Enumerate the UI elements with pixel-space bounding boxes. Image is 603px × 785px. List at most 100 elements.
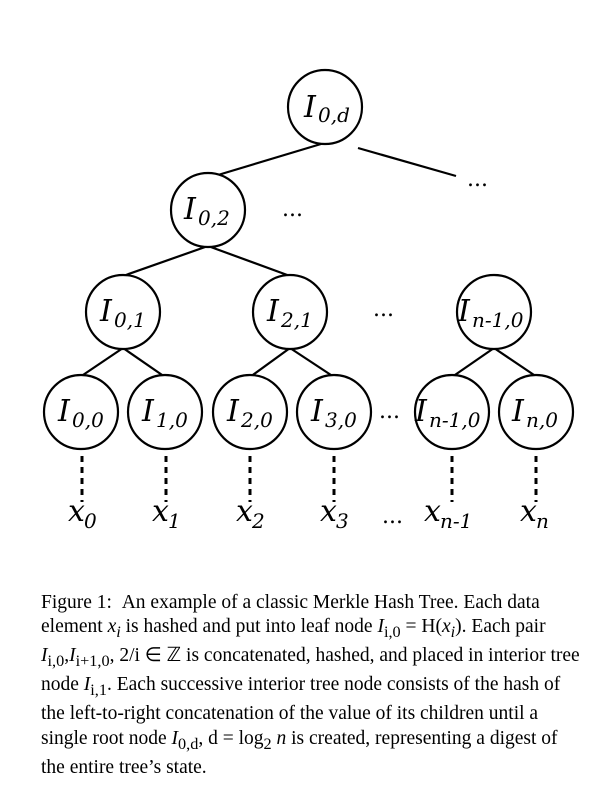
caption-pair-b-sub: i+1,0 [75, 652, 110, 671]
leaf-node-2-0: I 2,0 [211, 373, 289, 451]
edge-n01-l00 [79, 347, 124, 378]
caption-root-n: n [276, 727, 287, 749]
node-circle [286, 68, 364, 146]
caption-interior: I [83, 674, 91, 696]
caption-root-eq: , d = log [198, 727, 264, 749]
node-circle [126, 373, 204, 451]
node-sub: 0,0 [72, 408, 104, 432]
caption-leaf: I [377, 616, 384, 638]
node-circle [211, 373, 289, 451]
node-sub: n,0 [526, 408, 558, 432]
caption-pair-frac: 2/i ∈ ℤ [119, 645, 182, 667]
input-base: x [68, 494, 85, 529]
input-sub: 0 [84, 509, 97, 533]
input-sub: n-1 [440, 509, 472, 533]
input-base: x [236, 494, 253, 529]
caption-pair-a-sub: i,0 [47, 652, 65, 671]
caption-text-6: is created, representing a digest of the… [41, 727, 558, 778]
leaf-node-3-0: I 3,0 [295, 373, 373, 451]
edge-n21-l30 [289, 347, 335, 378]
caption-leaf-x: x [442, 616, 451, 638]
edge-n02-n21 [207, 244, 291, 278]
leaf-node-n-0: I n,0 [497, 373, 575, 451]
input-base: x [424, 494, 441, 529]
input-x1: x 1 [152, 494, 181, 533]
ellipsis-root-right: ... [467, 167, 488, 192]
node-sub: n-1,0 [472, 308, 524, 332]
leaf-node-1-0: I 1,0 [126, 373, 204, 451]
node-base: I [511, 394, 525, 429]
edge-n02-n01 [122, 244, 209, 278]
node-sub: 2,1 [280, 308, 313, 332]
node-base: I [310, 394, 324, 429]
node-circle [413, 373, 491, 451]
node-sub: 2,0 [240, 408, 273, 432]
edge-root-ellipsis [357, 146, 457, 178]
leaf-node-n-1-0: I n-1,0 [413, 373, 491, 451]
node-sub: n-1,0 [429, 408, 481, 432]
node-sub: 3,0 [325, 408, 357, 432]
input-sub: 1 [168, 509, 181, 533]
caption-root: I [171, 727, 179, 749]
node-base: I [57, 394, 71, 429]
input-xn: x n [520, 494, 549, 533]
node-circle [295, 373, 373, 451]
node-base: I [226, 394, 240, 429]
caption-leaf-x-sub: i [450, 623, 456, 642]
caption-leaf-rhs: = H( [405, 616, 442, 638]
caption-pair-b: I [69, 645, 76, 667]
edge-nn10-ln10 [451, 347, 495, 378]
edge-nn10-ln0 [493, 347, 538, 378]
node-sub: 1,0 [156, 408, 188, 432]
tree-node-0-1: I 0,1 [84, 273, 162, 351]
tree-node-n-1-0: I n-1,0 [455, 273, 533, 351]
input-x2: x 2 [236, 494, 265, 533]
ellipsis-inputs: ... [382, 504, 403, 529]
input-base: x [320, 494, 337, 529]
figure-label: Figure 1: [41, 592, 112, 613]
node-circle [251, 273, 329, 351]
caption-xi-sub: i [116, 623, 121, 642]
node-base: I [414, 394, 428, 429]
caption-text-5: . Each successive interior tree node con… [41, 674, 561, 749]
node-circle [497, 373, 575, 451]
node-base: I [141, 394, 155, 429]
node-base: I [99, 294, 113, 329]
edge-n01-l10 [122, 347, 166, 378]
node-circle [84, 273, 162, 351]
input-sub: 3 [336, 509, 349, 533]
node-base: I [457, 294, 471, 329]
input-sub: 2 [251, 509, 265, 533]
caption-text-4: is concatenated, hashed, and placed in i… [41, 645, 580, 696]
caption-text-2: is hashed and put into leaf node [125, 616, 373, 638]
input-base: x [152, 494, 169, 529]
node-base: I [266, 294, 280, 329]
tree-node-0-2: I 0,2 [169, 171, 247, 249]
input-x0: x 0 [68, 494, 97, 533]
figure-caption: Figure 1: An example of a classic Merkle… [41, 592, 580, 778]
caption-pair-a: I [41, 645, 48, 667]
node-base: I [183, 192, 197, 227]
caption-leaf-sub: i,0 [383, 623, 401, 642]
node-circle [455, 273, 533, 351]
edge-n21-l20 [249, 347, 291, 378]
node-circle [42, 373, 120, 451]
input-sub: n [536, 509, 549, 533]
input-connectors [80, 456, 538, 502]
input-base: x [520, 494, 537, 529]
caption-root-sub: 0,d [178, 734, 199, 753]
caption-interior-sub: i,1 [90, 681, 107, 700]
ellipsis-level-2: ... [282, 197, 303, 222]
node-base: I [303, 90, 317, 125]
leaf-node-0-0: I 0,0 [42, 373, 120, 451]
input-x3: x 3 [320, 494, 349, 533]
edge-root-n02 [207, 142, 322, 180]
caption-text-1: An example of a classic Merkle Hash Tree… [41, 592, 540, 638]
node-sub: 0,2 [198, 206, 230, 230]
tree-node-2-1: I 2,1 [251, 273, 329, 351]
caption-root-eq-sub: 2 [263, 734, 272, 753]
tree-node-root: I 0,d [286, 68, 364, 146]
ellipsis-level-1: ... [373, 297, 394, 322]
input-xn-1: x n-1 [424, 494, 472, 533]
caption-leaf-close: ). [455, 616, 467, 638]
